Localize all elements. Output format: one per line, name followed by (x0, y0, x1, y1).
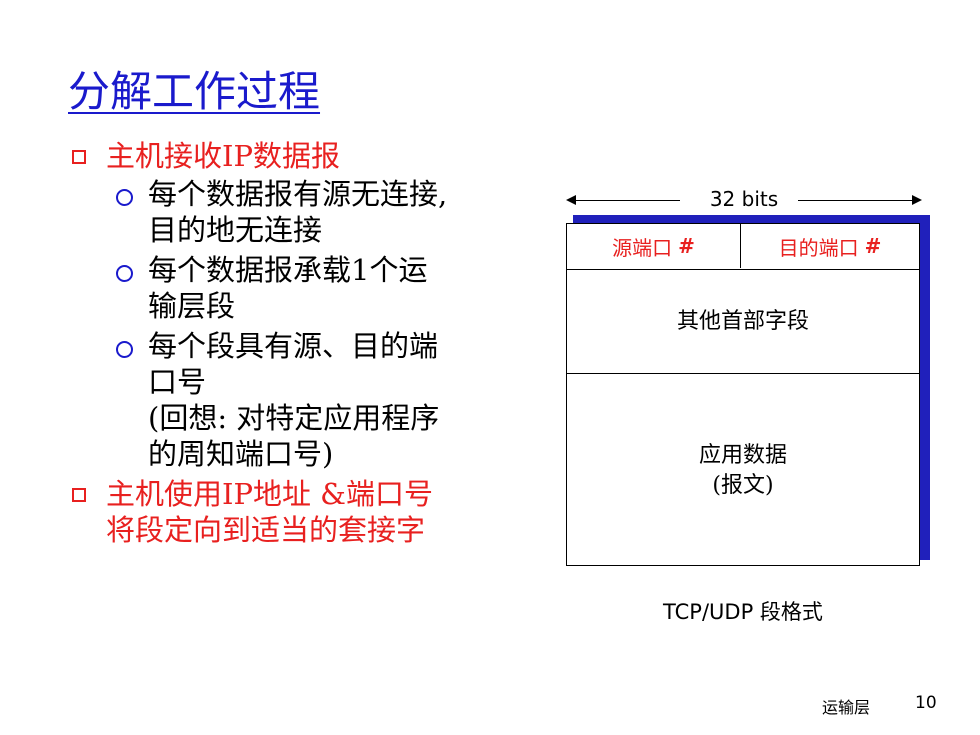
dest-port-field: 目的端口 # (741, 224, 919, 268)
hash-symbol: # (678, 234, 695, 258)
circle-bullet-icon (116, 189, 133, 206)
square-bullet-icon (72, 488, 86, 502)
dest-port-label: 目的端口 (778, 235, 859, 260)
application-data-label: 应用数据 (698, 442, 787, 468)
slide-title: 分解工作过程 (68, 67, 321, 116)
sub-bullet-item: 每个数据报有源无连接, 目的地无连接 (72, 176, 512, 248)
circle-bullet-icon (116, 265, 133, 282)
bullet-item: 主机接收IP数据报 (72, 138, 512, 174)
source-port-label: 源端口 (612, 235, 673, 260)
bullet-text: 主机使用IP地址 &端口号 将段定向到适当的套接字 (106, 477, 434, 547)
other-header-fields-row: 其他首部字段 (567, 270, 919, 374)
bullet-text: 主机接收IP数据报 (106, 139, 340, 173)
sub-bullet-text: 每个数据报有源无连接, 目的地无连接 (148, 177, 448, 247)
message-label: (报文) (712, 472, 774, 498)
sub-bullet-item: 每个段具有源、目的端 口号 (回想: 对特定应用程序 的周知端口号) (72, 328, 512, 472)
bullet-list: 主机接收IP数据报 每个数据报有源无连接, 目的地无连接 每个数据报承载1个运 … (72, 138, 512, 550)
arrow-left-icon (566, 195, 576, 205)
bits-line-right (798, 200, 916, 201)
footer-chapter-label: 运输层 (822, 698, 871, 717)
sub-bullet-item: 每个数据报承载1个运 输层段 (72, 252, 512, 324)
bits-label: 32 bits (709, 187, 779, 211)
circle-bullet-icon (116, 341, 133, 358)
source-port-field: 源端口 # (567, 224, 741, 268)
segment-format-box: 源端口 # 目的端口 # 其他首部字段 应用数据 (报文) (566, 223, 920, 566)
diagram-caption: TCP/UDP 段格式 (663, 600, 823, 624)
other-header-fields-label: 其他首部字段 (676, 308, 809, 334)
bits-width-indicator: 32 bits (566, 185, 922, 215)
sub-bullet-text: 每个数据报承载1个运 输层段 (148, 253, 428, 323)
application-data-row: 应用数据 (报文) (567, 374, 919, 567)
bullet-item: 主机使用IP地址 &端口号 将段定向到适当的套接字 (72, 476, 512, 548)
hash-symbol: # (864, 234, 882, 258)
arrow-right-icon (912, 195, 922, 205)
bits-line-left (572, 200, 680, 201)
port-row: 源端口 # 目的端口 # (567, 224, 919, 270)
page-number: 10 (915, 693, 937, 713)
square-bullet-icon (72, 150, 86, 164)
sub-bullet-text: 每个段具有源、目的端 口号 (回想: 对特定应用程序 的周知端口号) (148, 329, 440, 471)
